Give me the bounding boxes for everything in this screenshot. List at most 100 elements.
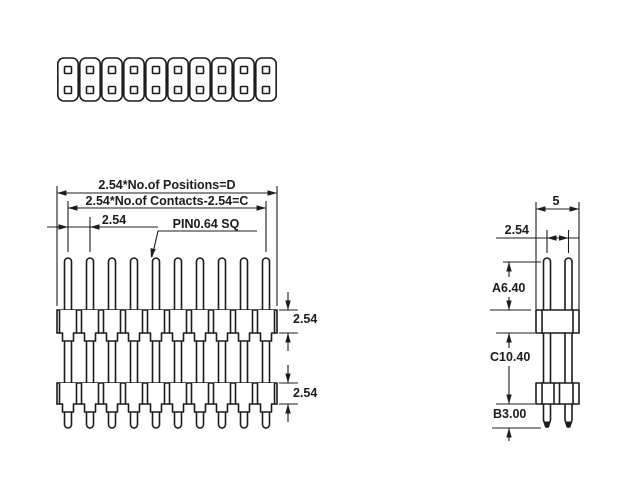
dim-label-c: C10.40	[490, 350, 530, 364]
header-pin	[195, 257, 205, 429]
pin-contact-square	[195, 85, 205, 95]
cell-outline	[56, 57, 79, 102]
dimension-arrow	[559, 235, 569, 241]
dimension-arrow	[506, 262, 512, 272]
position-cell	[211, 57, 234, 102]
cell-outline	[101, 57, 124, 102]
insulator-segment	[212, 310, 232, 342]
dimension-arrow	[267, 190, 277, 196]
insulator-segment	[102, 383, 122, 413]
dimension-arrow	[569, 206, 579, 212]
insulator-segment	[168, 383, 188, 413]
header-pin	[63, 257, 73, 429]
cell-outline	[233, 57, 256, 102]
header-pin	[107, 257, 117, 429]
pin-contact-square	[173, 85, 183, 95]
dimension-arrow	[256, 205, 266, 211]
dim-label-positions: 2.54*No.of Positions=D	[98, 178, 235, 192]
cell-outline	[211, 57, 234, 102]
cell-outline	[167, 57, 190, 102]
pin-tip	[566, 421, 571, 427]
front-view-connector: 2.54*No.of Positions=D 2.54*No.of Contac…	[47, 178, 318, 429]
position-cell	[167, 57, 190, 102]
dimension-arrow	[506, 428, 512, 438]
pin-contact-square	[151, 65, 161, 75]
position-cell	[189, 57, 212, 102]
dim-label-contacts: 2.54*No.of Contacts-2.54=C	[86, 194, 249, 208]
pin-tip	[544, 421, 550, 427]
insulator-segment	[80, 383, 100, 413]
cell-outline	[123, 57, 146, 102]
dimension-arrow	[57, 190, 67, 196]
pin-contact-square	[261, 85, 271, 95]
side-view-connector: 5 2.54 A6.40 C10.40 B3.00	[490, 194, 580, 441]
insulator-segment	[256, 310, 276, 342]
insulator-side-upper	[535, 309, 580, 334]
pin-contact-square	[63, 65, 73, 75]
cell-outline	[79, 57, 102, 102]
pin-contact-square	[217, 65, 227, 75]
position-cell	[101, 57, 124, 102]
side-view-dimension-labels: 5 2.54 A6.40 C10.40 B3.00	[490, 194, 560, 421]
header-pin	[151, 257, 161, 429]
dimension-arrow	[285, 333, 291, 343]
insulator-segment	[102, 310, 122, 342]
insulator-side-lower	[535, 382, 580, 405]
insulator-segment	[234, 383, 254, 413]
pin-contact-square	[239, 65, 249, 75]
pin-contact-square	[217, 85, 227, 95]
dimension-arrow	[68, 205, 78, 211]
pin-contact-square	[85, 65, 95, 75]
pin-contact-square	[107, 85, 117, 95]
pin-contact-square	[63, 85, 73, 95]
leader-arrow	[150, 248, 156, 258]
insulator-segment	[256, 383, 276, 413]
cell-outline	[189, 57, 212, 102]
insulator-segment	[124, 383, 144, 413]
dim-label-body2: 2.54	[293, 386, 317, 400]
insulator-segment	[146, 383, 166, 413]
cell-outline	[145, 57, 168, 102]
dimension-arrow	[506, 300, 512, 310]
header-pin	[173, 257, 183, 429]
insulator-segment	[190, 310, 210, 342]
dimension-arrow	[58, 224, 68, 230]
header-pin	[239, 257, 249, 429]
dim-label-width: 5	[553, 194, 560, 208]
header-pin-side	[564, 257, 573, 428]
header-pin-side	[542, 257, 552, 428]
cell-outline	[255, 57, 278, 102]
insulator-segment	[234, 310, 254, 342]
pin-contact-square	[239, 85, 249, 95]
dim-label-b: B3.00	[493, 407, 526, 421]
header-pin	[85, 257, 95, 429]
front-view-dimension-labels: 2.54*No.of Positions=D 2.54*No.of Contac…	[86, 178, 318, 400]
dimension-arrow	[285, 404, 291, 414]
dim-label-a: A6.40	[492, 281, 525, 295]
insulator-segment	[212, 383, 232, 413]
pin-contact-square	[195, 65, 205, 75]
position-cell	[145, 57, 168, 102]
position-cell	[123, 57, 146, 102]
dimension-arrow	[285, 300, 291, 310]
pin-contact-square	[173, 65, 183, 75]
dimension-arrow	[90, 224, 100, 230]
front-view-dimension-lines	[47, 186, 298, 422]
dimension-arrow	[536, 206, 546, 212]
pin-contact-square	[261, 65, 271, 75]
pin-contact-square	[129, 65, 139, 75]
dim-label-body1: 2.54	[293, 312, 317, 326]
side-view-dimension-lines	[490, 202, 580, 441]
insulator-segment	[58, 383, 78, 413]
pin-contact-square	[151, 85, 161, 95]
pin-contact-square	[107, 65, 117, 75]
insulator-segment	[146, 310, 166, 342]
insulator-segment	[168, 310, 188, 342]
insulator-segment	[80, 310, 100, 342]
dimension-arrow	[285, 373, 291, 383]
top-view-connector	[56, 57, 278, 102]
insulator-segment	[58, 310, 78, 342]
position-cell	[56, 57, 79, 102]
pin-contact-square	[129, 85, 139, 95]
